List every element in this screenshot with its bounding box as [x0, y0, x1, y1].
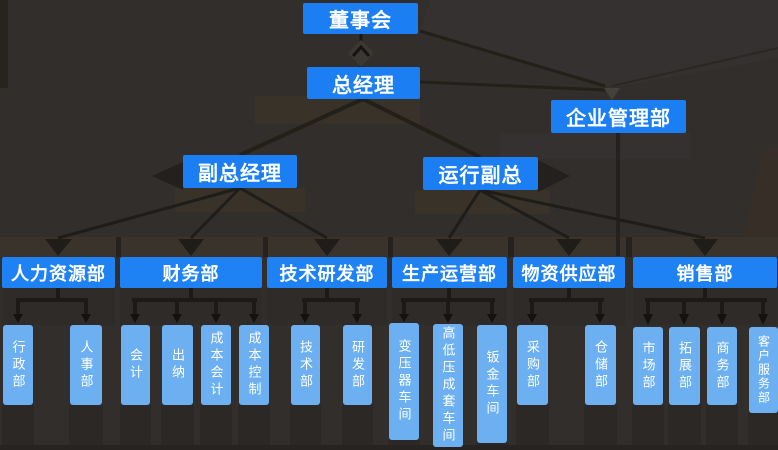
unit-rd-node: 研发部: [343, 325, 372, 405]
unit-tech-node: 技术部: [291, 325, 320, 405]
unit-market-node: 市场部: [633, 327, 663, 405]
deputy-general-manager-node: 副总经理: [183, 155, 297, 188]
unit-commerce-node: 商务部: [707, 327, 737, 405]
unit-cost-accounting-node: 成本会计: [201, 325, 231, 405]
unit-admin-node: 行政部: [3, 325, 33, 405]
dept-hr-node: 人力资源部: [2, 257, 115, 288]
dept-finance-node: 财务部: [120, 257, 262, 288]
unit-switchgear-shop-node: 高低压成套车间: [433, 324, 463, 447]
operations-deputy-node: 运行副总: [423, 157, 538, 190]
dept-production-node: 生产运营部: [392, 257, 507, 288]
unit-personnel-node: 人事部: [70, 325, 102, 405]
unit-transformer-shop-node: 变压器车间: [389, 323, 419, 440]
unit-warehouse-node: 仓储部: [585, 325, 616, 405]
unit-accounting-node: 会计: [121, 325, 150, 405]
board-node: 董事会: [303, 3, 418, 34]
dept-sales-node: 销售部: [633, 257, 777, 288]
unit-cost-control-node: 成本控制: [239, 325, 269, 405]
unit-customer-service-node: 客户服务部: [749, 327, 778, 413]
general-manager-node: 总经理: [307, 67, 420, 99]
unit-cashier-node: 出纳: [162, 325, 193, 405]
enterprise-management-node: 企业管理部: [551, 100, 686, 133]
unit-expansion-node: 拓展部: [669, 327, 700, 405]
dept-tech-rd-node: 技术研发部: [267, 257, 387, 288]
unit-sheet-metal-shop-node: 钣金车间: [477, 325, 507, 443]
unit-purchasing-node: 采购部: [517, 325, 548, 405]
dept-supply-node: 物资供应部: [513, 257, 625, 288]
